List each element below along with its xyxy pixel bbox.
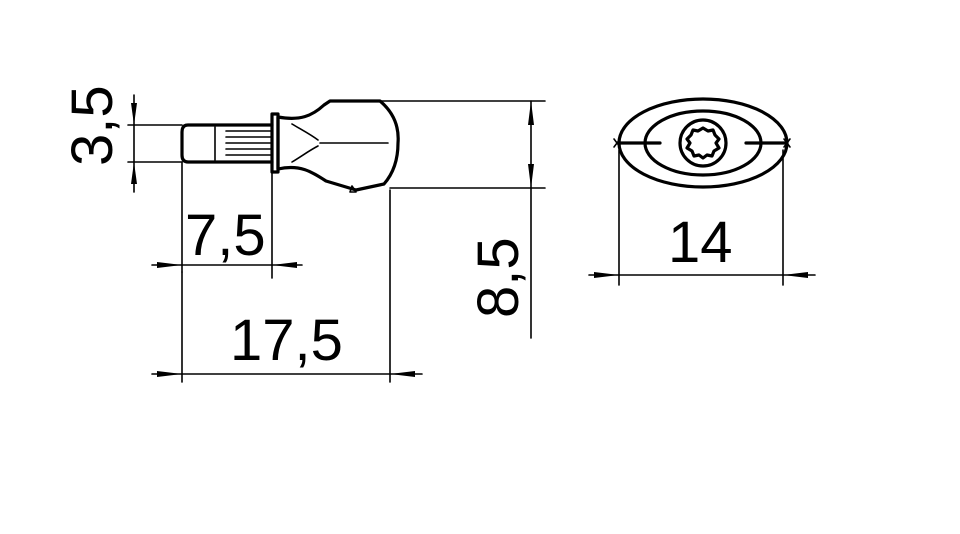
side-view [180, 99, 400, 193]
dim-label-stem-diameter: 3,5 [60, 85, 125, 166]
front-view [613, 97, 791, 189]
dim-stem-length: 7,5 [151, 161, 303, 279]
dim-flange-width: 14 [588, 149, 816, 286]
edge-mark-left [613, 138, 621, 148]
neck-detail [291, 145, 319, 163]
edge-mark-right [783, 138, 791, 148]
dim-head-height: 8,5 [379, 100, 546, 339]
dim-label-stem-length: 7,5 [185, 203, 266, 268]
stem-outline [180, 123, 274, 164]
center-gear [685, 126, 721, 160]
center-ring [678, 118, 728, 168]
marker [349, 185, 357, 193]
dim-label-flange-width: 14 [668, 210, 733, 275]
neck-detail [291, 123, 319, 141]
head-outline [276, 99, 400, 192]
dim-label-overall-length: 17,5 [230, 308, 343, 373]
dim-stem-diameter: 3,5 [60, 85, 183, 193]
dim-overall-length: 17,5 [151, 189, 423, 383]
dim-label-head-height: 8,5 [466, 237, 531, 318]
